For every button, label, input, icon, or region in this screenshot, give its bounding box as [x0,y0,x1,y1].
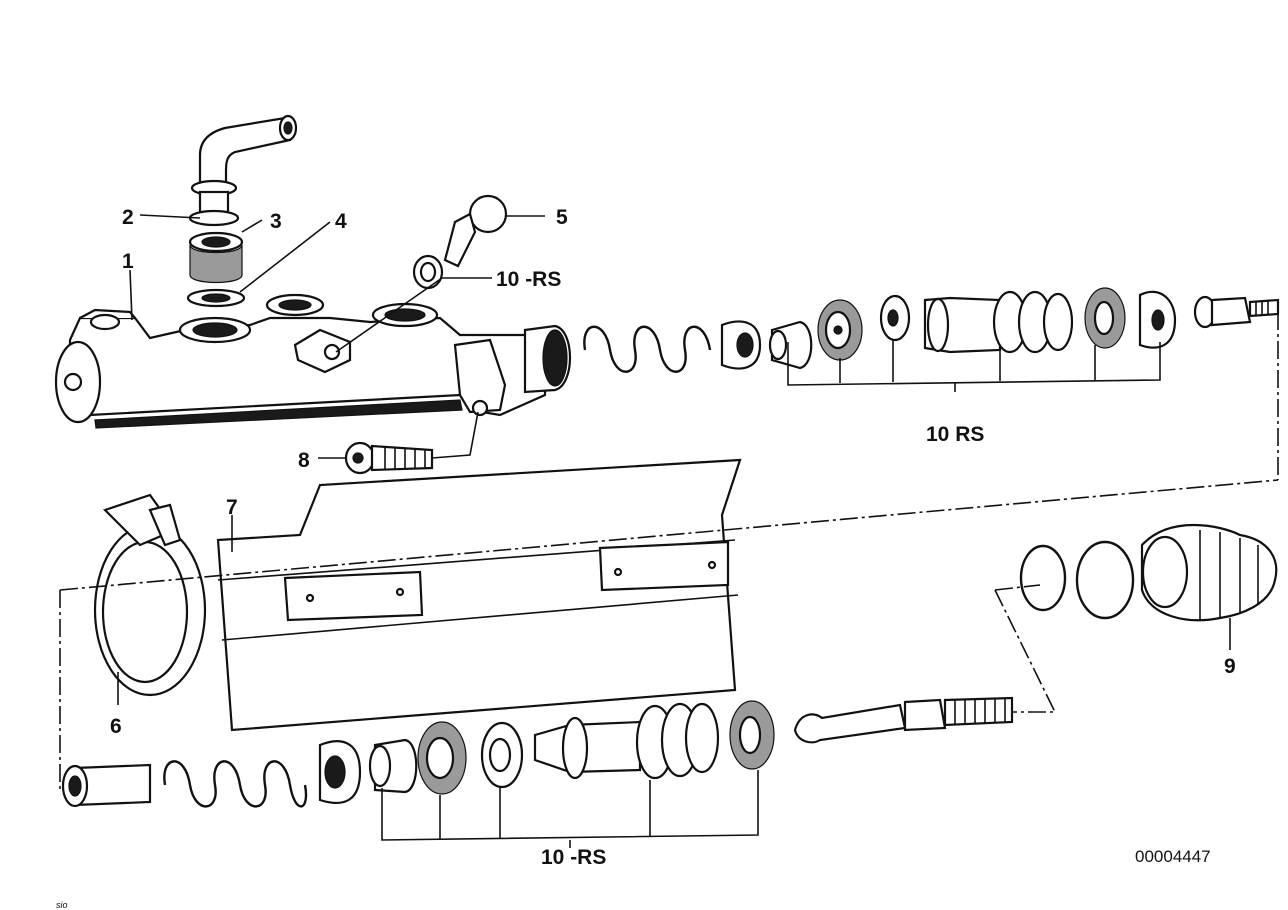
top-pushrod [1193,295,1280,329]
top-cup-1 [720,320,762,370]
circlip-2 [1075,540,1135,620]
cylinder-body [54,293,572,429]
circlip-1 [1019,544,1067,612]
grommet-3 [188,231,244,284]
callout-10-rs-mid: 10 RS [926,423,984,446]
hose-nipple [190,114,298,216]
callout-9: 9 [1224,655,1236,678]
top-kit-bracket [787,340,1161,392]
bottom-piston-seal [417,721,467,795]
bottom-secondary-piston [533,702,720,780]
washer-4 [186,288,246,308]
top-spring [583,325,712,373]
hose-clamp-6 [93,493,207,697]
bottom-pushrod [793,696,1014,744]
bottom-cup-1 [318,740,362,805]
top-washer [879,294,911,342]
callout-4: 4 [335,210,347,233]
bolt-8 [344,441,434,475]
drawing-number: 00004447 [1135,847,1211,866]
bottom-kit-bracket [381,770,759,848]
callout-7: 7 [226,496,238,519]
callout-10-rs-bottom: 10 -RS [541,846,606,869]
top-end-cup [1138,290,1177,349]
shield-plate-7 [216,458,742,732]
top-piston-seal [817,299,863,361]
dust-boot-9 [1140,524,1278,622]
banjo-bolt-5 [443,194,508,268]
top-secondary-seal [1084,287,1126,349]
bottom-washer [480,721,524,789]
seal-washer [412,254,444,290]
bottom-end-sleeve [61,763,152,808]
top-cup-2 [768,320,813,370]
callout-3: 3 [270,210,282,233]
callout-1: 1 [122,250,134,273]
callout-6: 6 [110,715,122,738]
callout-2: 2 [122,206,134,229]
bottom-spring [163,760,308,808]
corner-mark: sio [56,900,68,910]
top-primary-piston [923,290,1074,354]
callout-10-rs-top: 10 -RS [496,268,561,291]
callout-8: 8 [298,449,310,472]
callout-5: 5 [556,206,568,229]
leader-lines [59,214,1279,790]
bottom-seal-cup [729,700,775,770]
bottom-cup-2 [368,738,418,794]
